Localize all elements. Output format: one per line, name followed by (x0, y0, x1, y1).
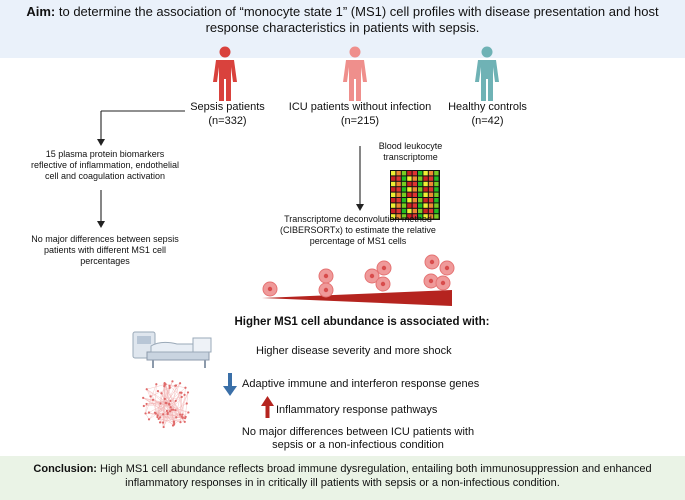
biomarkers-text: 15 plasma protein biomarkers reflective … (30, 149, 180, 181)
person-icon (213, 46, 237, 101)
gene-network-icon (142, 380, 190, 429)
heatmap-icon (390, 170, 440, 220)
conclusion-text: Conclusion: High MS1 cell abundance refl… (10, 462, 675, 490)
group-name: Sepsis patients (190, 101, 265, 113)
group-name: Healthy controls (448, 101, 527, 113)
left-result-text: No major differences between sepsis pati… (31, 234, 179, 266)
arrowhead (97, 221, 105, 228)
conclusion-label: Conclusion: (33, 463, 97, 475)
arrowhead (97, 139, 105, 146)
up-arrow-icon (261, 396, 274, 418)
left-branch-connector (100, 110, 185, 222)
arrowhead (356, 204, 364, 211)
group-healthy: Healthy controls (n=42) (440, 100, 535, 128)
cell-icon (262, 254, 455, 298)
aim-text: Aim: to determine the association of “mo… (6, 4, 679, 36)
finding-down: Adaptive immune and interferon response … (242, 378, 480, 390)
findings-heading: Higher MS1 cell abundance is associated … (234, 316, 490, 328)
abundance-triangle (262, 290, 452, 306)
conclusion-body: High MS1 cell abundance reflects broad i… (96, 463, 652, 489)
transcriptome-text: Blood leukocyte transcriptome (378, 141, 443, 162)
aim-banner (0, 0, 685, 58)
aim-label: Aim: (26, 4, 56, 19)
group-n: (n=215) (340, 115, 380, 127)
deconvolution-text: Transcriptome deconvolution method (CIBE… (280, 214, 436, 246)
finding-up: Inflammatory response pathways (276, 404, 438, 416)
group-name: ICU patients without infection (288, 101, 432, 113)
group-n: (n=42) (471, 115, 504, 127)
conclusion-banner (0, 456, 685, 500)
group-icu: ICU patients without infection (n=215) (285, 100, 435, 128)
down-arrow-icon (223, 373, 237, 396)
hospital-bed-icon (132, 331, 212, 368)
group-n: (n=332) (208, 115, 247, 127)
person-icon (343, 46, 367, 101)
aim-body: to determine the association of “monocyt… (55, 4, 659, 35)
person-icon (475, 46, 499, 101)
group-sepsis: Sepsis patients (n=332) (170, 100, 285, 128)
finding-icu: No major differences between ICU patient… (241, 426, 475, 451)
finding-severity: Higher disease severity and more shock (256, 345, 452, 357)
